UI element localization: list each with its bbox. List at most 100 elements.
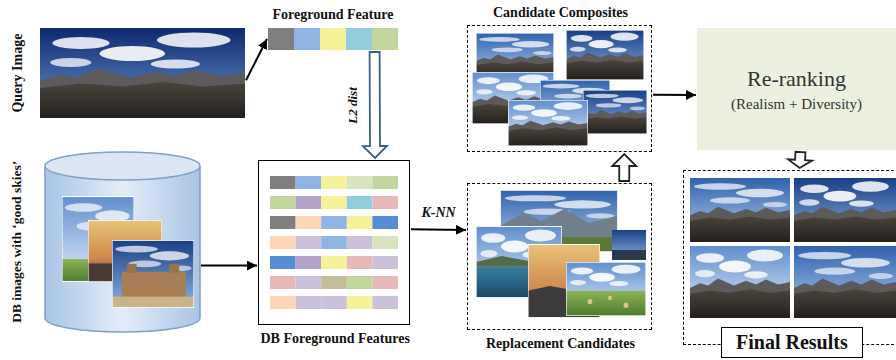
query-photo	[40, 69, 245, 119]
process-box: Re-ranking(Realism + Diversity)	[697, 28, 896, 150]
heading-label: Candidate Composites	[493, 5, 628, 21]
replacement-photos	[566, 262, 646, 316]
final-photos	[794, 178, 896, 242]
text-stack: Re-ranking(Realism + Diversity)	[697, 28, 896, 150]
database-feature-cells	[372, 176, 398, 189]
composite-group: Candidate Composites	[467, 25, 652, 152]
replacement-photos	[612, 230, 646, 260]
feature-cells	[372, 28, 398, 50]
database-photos	[115, 246, 191, 271]
database-photos	[112, 297, 194, 308]
block-arrow	[612, 154, 636, 181]
composite-photos	[566, 30, 644, 80]
database-feature-cells	[372, 216, 398, 229]
composite-photos	[570, 33, 639, 53]
database-feature-cells	[372, 296, 398, 309]
heading-label: DB Foreground Features	[261, 331, 410, 347]
replacement-photos	[612, 250, 646, 260]
database-feature-cells	[321, 236, 347, 249]
database-feature-cells	[347, 176, 373, 189]
database-body	[45, 166, 200, 332]
database-feature-cells	[270, 236, 296, 249]
composite-photos	[566, 30, 644, 80]
composite-photos	[508, 100, 588, 146]
database-feature-cells	[321, 256, 347, 269]
cylinder-outline	[45, 152, 200, 332]
database-feature-cells	[296, 196, 322, 209]
block-arrow	[788, 152, 812, 168]
database-feature-cells	[347, 256, 373, 269]
final-photos	[690, 246, 790, 318]
composite-photos	[583, 90, 647, 134]
database-photos	[122, 272, 186, 299]
feature-cells	[320, 28, 346, 50]
query-photo	[40, 28, 245, 118]
final-photos	[695, 250, 783, 279]
final-photos	[794, 207, 896, 242]
flow-arrow	[201, 264, 257, 266]
database-feature-cells	[347, 276, 373, 289]
composite-photos	[472, 30, 647, 146]
result-group: Final Results	[683, 170, 896, 345]
final-photos	[690, 207, 790, 242]
database-feature-cells	[270, 216, 296, 229]
process-label: (Realism + Diversity)	[731, 94, 862, 114]
database-body	[45, 152, 200, 332]
database-feature-cells	[372, 236, 398, 249]
feature-cells	[268, 28, 398, 50]
query-photo	[40, 28, 245, 118]
database-feature-cells	[296, 276, 322, 289]
database-feature-cells	[270, 176, 296, 189]
process-label: Re-ranking	[747, 64, 846, 94]
database-feature-cells	[296, 256, 322, 269]
database-photos	[112, 240, 194, 308]
database-photos	[62, 196, 194, 308]
database-feature-cells	[321, 296, 347, 309]
final-photos	[690, 246, 790, 318]
composite-photos	[508, 100, 588, 146]
final-photos	[794, 278, 896, 318]
feature-vector: Foreground Feature	[268, 28, 398, 50]
database-feature-cells	[270, 176, 398, 309]
database-photos	[127, 264, 137, 273]
database-feature-cells	[372, 196, 398, 209]
composite-photos	[479, 37, 552, 55]
heading-label: DB images with ‘good skies’	[9, 161, 25, 323]
query-photo	[50, 33, 230, 69]
final-photos	[690, 178, 790, 242]
database-body	[45, 152, 200, 180]
database-feature-cells	[270, 296, 296, 309]
database-feature-cells	[321, 276, 347, 289]
replacement-photos	[608, 296, 612, 301]
final-photos	[690, 178, 896, 318]
flow-arrow	[246, 39, 267, 80]
composite-photos	[566, 30, 644, 80]
query-photo	[40, 28, 245, 118]
replacement-photos	[566, 262, 646, 316]
database-photos	[169, 264, 179, 273]
replacement-photos	[476, 190, 646, 318]
cylinder-outline	[45, 152, 200, 332]
replacement-photos	[566, 262, 646, 316]
final-photos	[799, 181, 889, 207]
composite-photos	[508, 121, 588, 146]
final-photos	[690, 178, 790, 242]
composite-photos	[566, 53, 644, 81]
candidate-group: Replacement Candidates	[467, 183, 652, 330]
composite-photos	[512, 102, 582, 120]
database-photos	[112, 240, 194, 308]
final-photos	[794, 178, 896, 242]
final-photos	[694, 183, 787, 207]
heading-label: Replacement Candidates	[486, 336, 635, 352]
database-feature-cells	[372, 276, 398, 289]
feature-cells	[268, 28, 294, 50]
replacement-photos	[566, 291, 646, 316]
edge-label: K-NN	[422, 205, 456, 221]
database-photos	[112, 240, 194, 308]
query-image: Query Image	[40, 28, 245, 118]
composite-photos	[583, 90, 647, 134]
